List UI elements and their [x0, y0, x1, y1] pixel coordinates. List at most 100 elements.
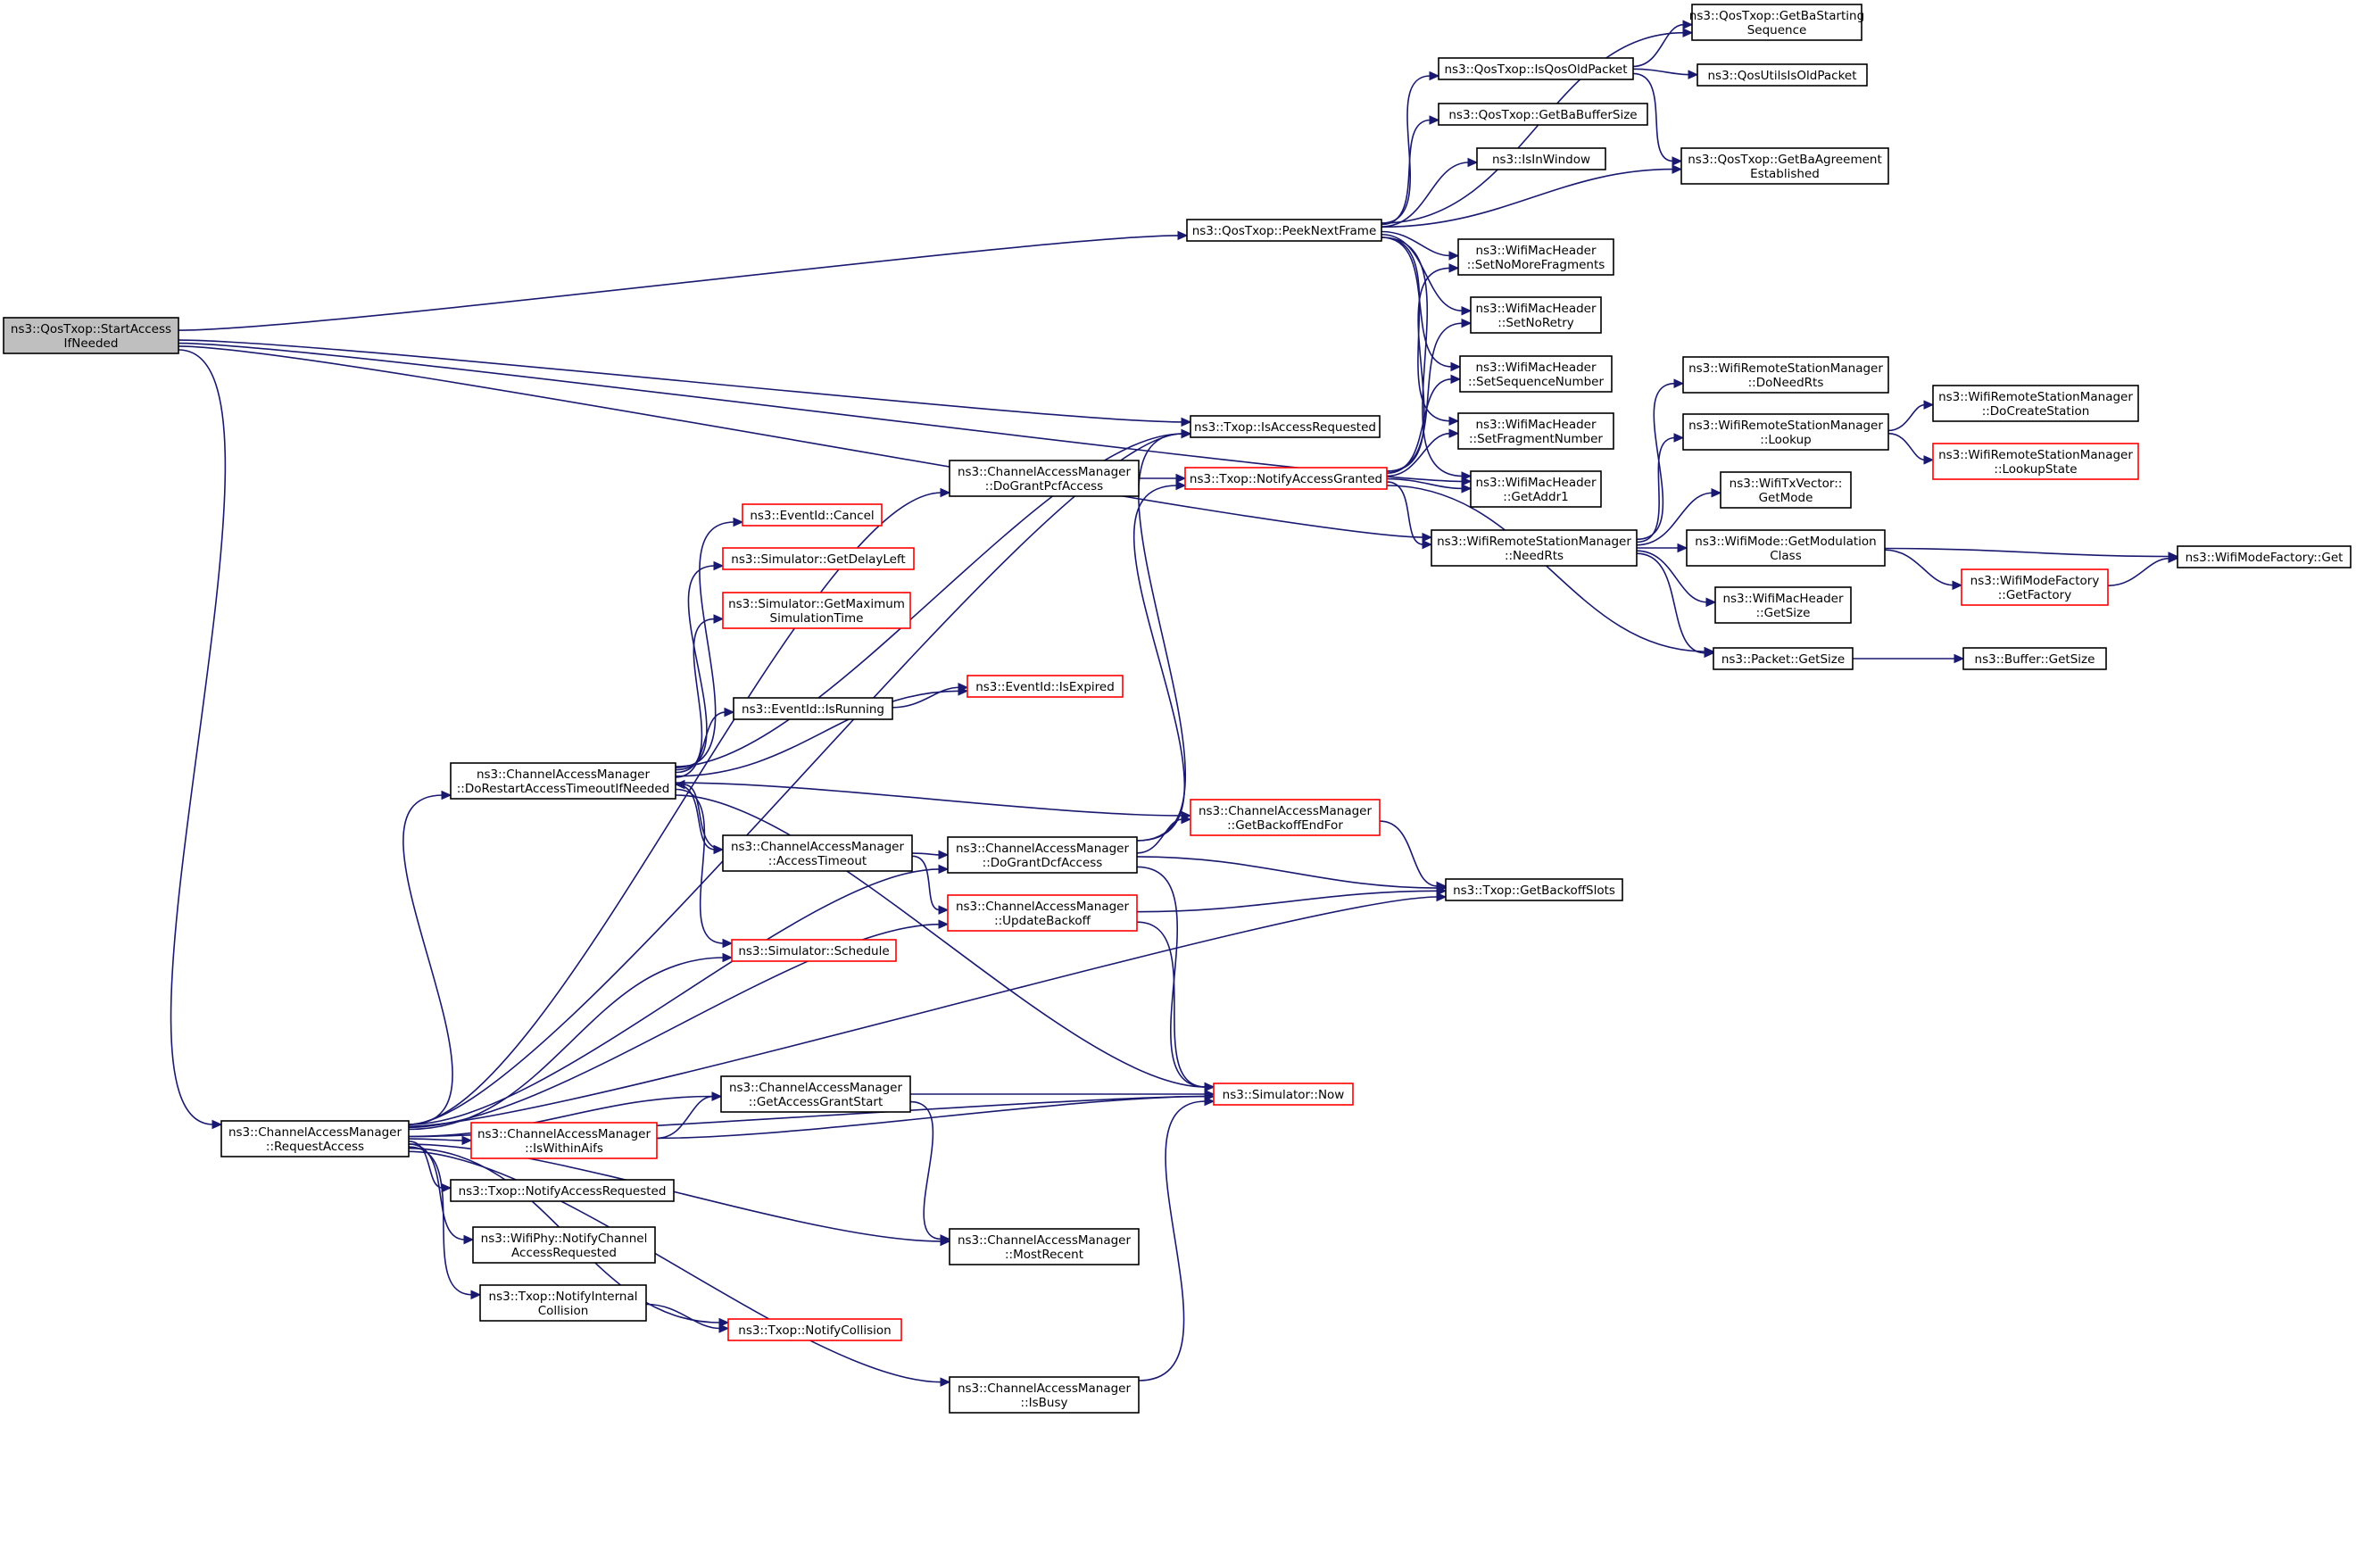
node-isinwindow[interactable]: ns3::IsInWindow — [1476, 147, 1606, 170]
node-label-line: Established — [1750, 167, 1820, 181]
node-setnomore[interactable]: ns3::WifiMacHeader::SetNoMoreFragments — [1457, 238, 1614, 276]
node-bufgetsize[interactable]: ns3::Buffer::GetSize — [1962, 647, 2107, 670]
edge-peek-to-setnomore — [1381, 230, 1460, 261]
node-peek[interactable]: ns3::QosTxop::PeekNextFrame — [1186, 219, 1382, 242]
node-box — [1682, 356, 1889, 394]
node-dograntpcf[interactable]: ns3::ChannelAccessManager::DoGrantPcfAcc… — [949, 460, 1140, 497]
node-evcancel[interactable]: ns3::EventId::Cancel — [742, 503, 883, 527]
node-isexpired[interactable]: ns3::EventId::IsExpired — [966, 675, 1124, 698]
node-label-line: ::SetFragmentNumber — [1469, 432, 1603, 446]
edge-needrts-to-doneedrts — [1636, 378, 1685, 541]
edge-notifygranted-to-pktgetsize — [1386, 485, 1715, 657]
node-getbabuf[interactable]: ns3::QosTxop::GetBaBufferSize — [1438, 103, 1648, 126]
node-getbackoffend[interactable]: ns3::ChannelAccessManager::GetBackoffEnd… — [1190, 799, 1381, 836]
edge-notifygranted-to-setseq — [1386, 374, 1462, 474]
node-box — [1445, 878, 1623, 901]
node-isqosold[interactable]: ns3::QosTxop::IsQosOldPacket — [1438, 57, 1634, 80]
edge-start-to-getaddr1 — [178, 342, 1472, 486]
node-label-line: ns3::WifiRemoteStationManager — [1938, 390, 2133, 404]
edge-updatebackoff-to-getbackoffslots — [1136, 886, 1448, 913]
node-box — [1190, 799, 1381, 836]
node-notifyaccreq[interactable]: ns3::Txop::NotifyAccessRequested — [450, 1179, 675, 1202]
node-getaccessgrant[interactable]: ns3::ChannelAccessManager::GetAccessGran… — [720, 1075, 911, 1113]
node-dograntdcf[interactable]: ns3::ChannelAccessManager::DoGrantDcfAcc… — [947, 836, 1138, 874]
node-schedule[interactable]: ns3::Simulator::Schedule — [731, 939, 897, 962]
node-label-line: ns3::EventId::Cancel — [750, 509, 874, 523]
node-box — [1431, 529, 1638, 567]
edge-isqosold-to-getbastart — [1632, 20, 1694, 68]
node-setnoretry[interactable]: ns3::WifiMacHeader::SetNoRetry — [1470, 296, 1602, 334]
node-getaddr1[interactable]: ns3::WifiMacHeader::GetAddr1 — [1470, 470, 1602, 508]
node-macgetsize[interactable]: ns3::WifiMacHeader::GetSize — [1714, 586, 1852, 624]
node-label-line: IfNeeded — [64, 336, 119, 351]
edge-isrunning-to-isexpired — [892, 682, 969, 709]
node-box — [1459, 355, 1613, 393]
node-box — [450, 762, 676, 800]
node-pktgetsize[interactable]: ns3::Packet::GetSize — [1713, 647, 1854, 670]
node-getdelayleft[interactable]: ns3::Simulator::GetDelayLeft — [722, 547, 915, 570]
node-notifygranted[interactable]: ns3::Txop::NotifyAccessGranted — [1184, 467, 1388, 490]
node-box — [1190, 415, 1381, 438]
node-box — [722, 592, 911, 629]
node-lookupstate[interactable]: ns3::WifiRemoteStationManager::LookupSta… — [1932, 443, 2139, 480]
node-isbusy[interactable]: ns3::ChannelAccessManager::IsBusy — [949, 1376, 1140, 1414]
node-label-line: ns3::WifiTxVector:: — [1730, 477, 1843, 491]
edge-peek-to-getbabuf — [1381, 115, 1440, 226]
node-mostrecent[interactable]: ns3::ChannelAccessManager::MostRecent — [949, 1228, 1140, 1265]
node-label-line: Class — [1770, 549, 1802, 563]
node-txvecmode[interactable]: ns3::WifiTxVector::GetMode — [1720, 471, 1852, 509]
edge-lookup-to-lookupstate — [1887, 432, 1935, 465]
node-modefactoryget[interactable]: ns3::WifiModeFactory::Get — [2177, 545, 2352, 568]
node-box — [472, 1226, 656, 1264]
node-getfactory[interactable]: ns3::WifiModeFactory::GetFactory — [1961, 568, 2109, 606]
node-docreate[interactable]: ns3::WifiRemoteStationManager::DoCreateS… — [1932, 385, 2139, 422]
edge-requestaccess-to-phynotify — [408, 1143, 475, 1245]
node-label-line: ns3::QosTxop::IsQosOldPacket — [1445, 62, 1628, 77]
node-label-line: ns3::WifiRemoteStationManager — [1938, 448, 2133, 462]
node-label-line: ns3::ChannelAccessManager — [731, 840, 905, 854]
node-phynotify[interactable]: ns3::WifiPhy::NotifyChannelAccessRequest… — [472, 1226, 656, 1264]
edge-requestaccess-to-getbackoffslots — [408, 892, 1448, 1127]
node-accesstimeout[interactable]: ns3::ChannelAccessManager::AccessTimeout — [722, 834, 913, 872]
node-box — [731, 939, 897, 962]
node-box — [1470, 296, 1602, 334]
edge-needrts-to-lookup — [1636, 433, 1685, 543]
edge-peek-to-getaddr1 — [1381, 236, 1472, 481]
edge-dorestart-to-isrunning — [675, 707, 735, 778]
edge-pktgetsize-to-bufgetsize — [1853, 653, 1965, 664]
node-setfrag[interactable]: ns3::WifiMacHeader::SetFragmentNumber — [1457, 412, 1614, 450]
node-updatebackoff[interactable]: ns3::ChannelAccessManager::UpdateBackoff — [947, 894, 1138, 932]
node-box — [1686, 529, 1886, 567]
edge-requestaccess-to-dograntpcf — [408, 487, 951, 1125]
node-needrts[interactable]: ns3::WifiRemoteStationManager::NeedRts — [1431, 529, 1638, 567]
node-label-line: ns3::WifiMode::GetModulation — [1695, 535, 1876, 549]
node-label-line: ns3::Buffer::GetSize — [1975, 652, 2095, 667]
node-lookup[interactable]: ns3::WifiRemoteStationManager::Lookup — [1682, 413, 1889, 451]
node-box — [1932, 385, 2139, 422]
edge-requestaccess-to-updatebackoff — [408, 919, 950, 1129]
node-doneedrts[interactable]: ns3::WifiRemoteStationManager::DoNeedRts — [1682, 356, 1889, 394]
node-requestaccess[interactable]: ns3::ChannelAccessManager::RequestAccess — [220, 1120, 410, 1157]
node-getbackoffslots[interactable]: ns3::Txop::GetBackoffSlots — [1445, 878, 1623, 901]
node-box — [1457, 412, 1614, 450]
node-isaccessreq[interactable]: ns3::Txop::IsAccessRequested — [1190, 415, 1381, 438]
edge-dorestart-to-getbackoffend — [675, 782, 1192, 821]
node-setseq[interactable]: ns3::WifiMacHeader::SetSequenceNumber — [1459, 355, 1613, 393]
node-notifycollision[interactable]: ns3::Txop::NotifyCollision — [727, 1318, 902, 1341]
node-isrunning[interactable]: ns3::EventId::IsRunning — [733, 697, 893, 720]
edge-dorestart-to-evcancel — [675, 517, 744, 768]
node-dorestart[interactable]: ns3::ChannelAccessManager::DoRestartAcce… — [450, 762, 676, 800]
node-box — [949, 1376, 1140, 1414]
node-simnow[interactable]: ns3::Simulator::Now — [1213, 1083, 1354, 1106]
node-box — [450, 1179, 675, 1202]
node-iswithinaifs[interactable]: ns3::ChannelAccessManager::IsWithinAifs — [470, 1122, 658, 1159]
node-box — [949, 460, 1140, 497]
node-qosutils[interactable]: ns3::QosUtilsIsOldPacket — [1696, 63, 1868, 87]
edge-requestaccess-to-isbusy — [408, 1150, 951, 1387]
